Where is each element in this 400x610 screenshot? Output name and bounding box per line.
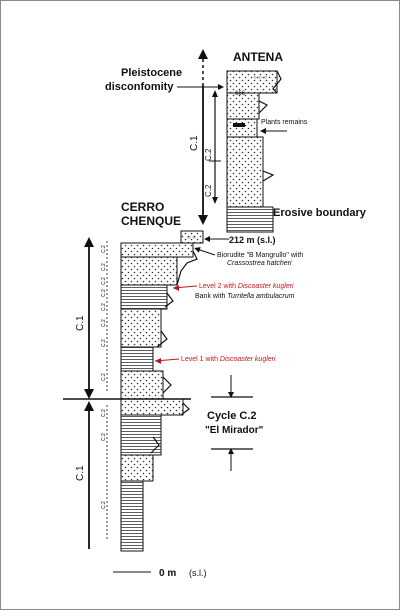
chenque-label: CHENQUE xyxy=(121,214,181,228)
biorudite-label: Biorudite "B Mangrullo" with xyxy=(217,252,303,259)
subcycle-label: C.2 xyxy=(101,433,107,441)
disconformity-label: disconfomity xyxy=(105,81,174,93)
antena-marker-text: 666 xyxy=(235,91,246,97)
subcycle-label: C.2 xyxy=(101,409,107,417)
svg-text:○ ○: ○ ○ xyxy=(187,235,196,241)
svg-text:○ ○ ○: ○ ○ ○ xyxy=(253,75,268,81)
level1-label: Level 1 with Discoaster kugleri xyxy=(181,356,276,363)
antena-title: ANTENA xyxy=(233,50,283,64)
cerro-label: CERRO xyxy=(121,200,164,214)
subcycle-label: C.2 xyxy=(101,339,107,347)
cycle-c2-label: Cycle C.2 xyxy=(207,410,257,422)
bank-label: Bank with Turritella ambulacrum xyxy=(195,293,295,300)
plants-remains-label: Plants remains xyxy=(261,119,308,126)
erosive-boundary-label: Erosive boundary xyxy=(273,207,367,219)
level2-label: Level 2 with Discoaster kugleri xyxy=(199,283,294,290)
subcycle-label: C.2 xyxy=(101,319,107,327)
pleistocene-label: Pleistocene xyxy=(121,67,182,79)
plant-remains-mark xyxy=(233,123,245,127)
subcycle-label: C.2 xyxy=(101,303,107,311)
crassostrea-label: Crassostrea hatcheri xyxy=(227,260,292,267)
antena-column: 666 ○ ○ ○ xyxy=(226,70,282,233)
subcycle-label: C.2 xyxy=(101,501,107,509)
chenque-upper-c1-label: C.1 xyxy=(75,315,86,331)
base-label: 0 m xyxy=(159,568,176,579)
subcycle-label: C.2 xyxy=(101,373,107,381)
chenque-lower-c1-label: C.1 xyxy=(75,465,86,481)
antena-c1-label: C.1 xyxy=(189,135,200,151)
subcycle-label: C.2 xyxy=(101,245,107,253)
subcycle-label: C.2 xyxy=(101,289,107,297)
subcycle-label: C.2 xyxy=(101,277,107,285)
base-unit-label: (s.l.) xyxy=(189,568,207,578)
antena-top-arrow xyxy=(198,49,208,59)
el-mirador-label: "El Mirador" xyxy=(205,425,264,436)
antena-bottom-arrow xyxy=(198,215,208,225)
sub-cycle-labels: C.2 C.2 C.2 C.2 C.2 C.2 C.2 C.2 C.2 C.2 … xyxy=(101,241,108,541)
antena-c2a-label: C.2 xyxy=(204,148,213,161)
chenque-column: ○ ○ xyxy=(120,230,204,552)
subcycle-label: C.2 xyxy=(101,263,107,271)
datum-label: 212 m (s.l.) xyxy=(229,235,276,245)
antena-c2b-label: C.2 xyxy=(204,184,213,197)
